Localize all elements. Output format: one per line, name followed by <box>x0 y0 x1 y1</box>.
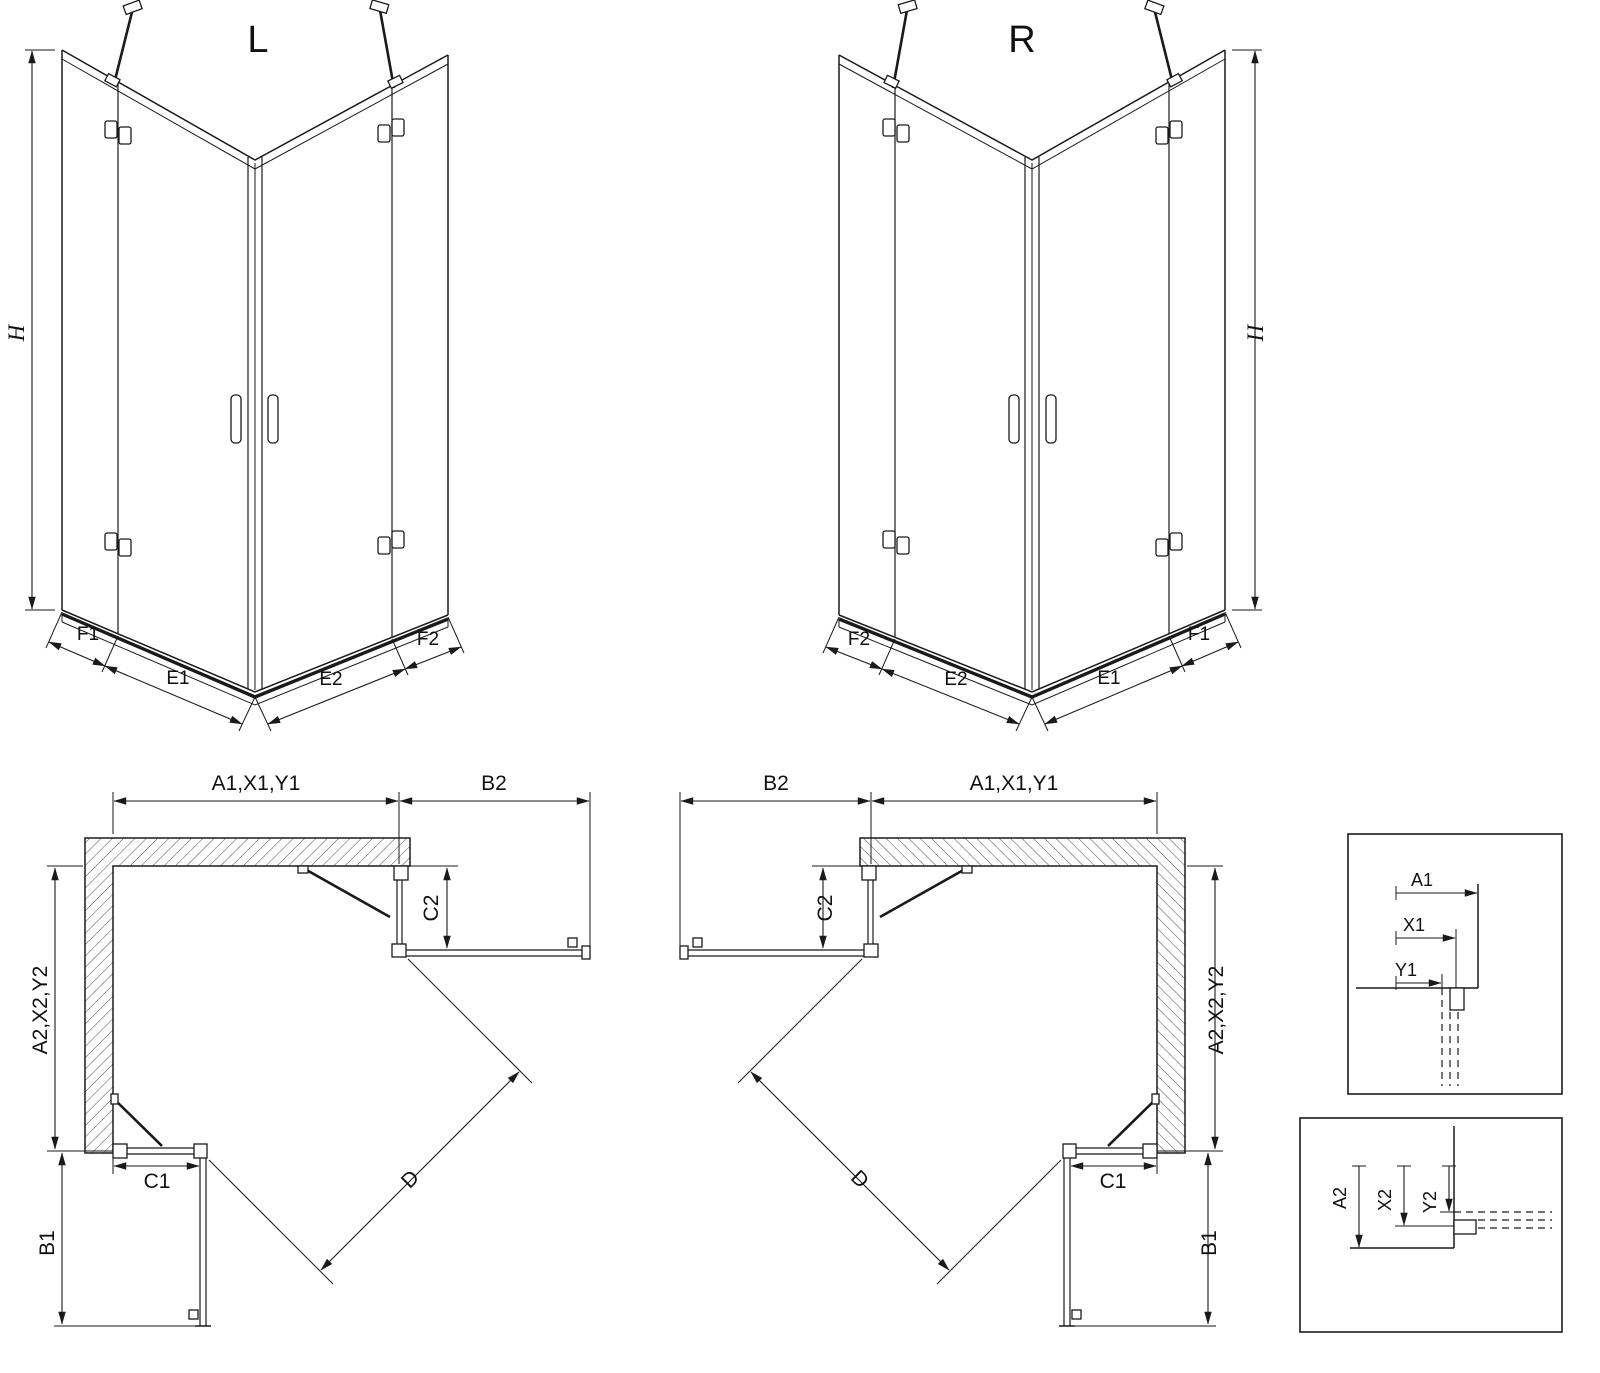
b2-dim-label: B2 <box>763 772 789 795</box>
front-view-left-labels: L H F1 E1 E2 F2 <box>4 19 439 690</box>
right-door-open <box>406 937 591 960</box>
dim-label-e1: E1 <box>1097 668 1120 689</box>
plan-dimensions <box>47 792 591 1327</box>
plan-line-art <box>47 792 591 1327</box>
width-dim-label: A1,X1,Y1 <box>970 772 1059 795</box>
plan-view-left: A1,X1,Y1 B2 C2 A2,X2,Y2 C1 B1 D <box>29 772 591 1327</box>
c1-dim-label: C1 <box>144 1170 171 1193</box>
bottom-fixed-panel <box>112 1143 208 1159</box>
bottom-door-open <box>188 1158 211 1327</box>
dim-label-e1: E1 <box>166 668 189 689</box>
c1-dim-label: C1 <box>1100 1170 1127 1193</box>
detail-y2-label: Y2 <box>1420 1191 1440 1213</box>
front-view-right: R H F2 E2 E1 F1 <box>823 0 1268 731</box>
width-dim-label: A1,X1,Y1 <box>212 772 301 795</box>
plan-view-right: B2 A1,X1,Y1 C2 A2,X2,Y2 C1 B1 D <box>680 772 1228 1326</box>
detail-y1-label: Y1 <box>1395 960 1417 980</box>
c2-dim-label: C2 <box>814 895 837 922</box>
dim-label-f2: F2 <box>417 629 439 650</box>
front-view-left-title: L <box>247 19 268 61</box>
corner-shower-3d-art <box>25 0 465 732</box>
front-view-right-labels: R H F2 E2 E1 F1 <box>848 19 1268 690</box>
b1-dim-label: B1 <box>36 1230 59 1256</box>
door-handles <box>230 394 279 444</box>
detail-horizontal-dimensions <box>1395 884 1479 990</box>
depth-dim-label: A2,X2,Y2 <box>29 966 52 1055</box>
detail-x1-label: X1 <box>1403 915 1425 935</box>
height-dimension <box>25 49 55 611</box>
plan-view-right-labels: B2 A1,X1,Y1 C2 A2,X2,Y2 C1 B1 D <box>763 772 1228 1256</box>
door-hinges <box>104 118 405 557</box>
detail-vertical-profile <box>1350 1126 1552 1249</box>
height-dim-label: H <box>1243 323 1268 342</box>
diagonal-dimension <box>208 958 533 1285</box>
support-bars <box>103 0 404 90</box>
corner-shower-3d-art-mirrored <box>823 0 1262 731</box>
detail-view-vertical: A2 X2 Y2 <box>1299 1117 1563 1333</box>
right-fixed-panel <box>391 880 407 958</box>
detail-a2-label: A2 <box>1330 1187 1350 1209</box>
c2-dim-label: C2 <box>420 895 443 922</box>
dim-label-e2: E2 <box>944 669 967 690</box>
detail-horizontal-profile <box>1356 987 1478 1086</box>
bottom-support-bar <box>110 1093 163 1147</box>
depth-dim-label: A2,X2,Y2 <box>1205 966 1228 1055</box>
dim-label-e2: E2 <box>319 669 342 690</box>
detail-view-horizontal: A1 X1 Y1 <box>1347 833 1563 1095</box>
d-dim-label: D <box>846 1166 873 1193</box>
detail-a1-label: A1 <box>1411 870 1433 890</box>
dim-label-f1: F1 <box>1188 624 1210 645</box>
b1-dim-label: B1 <box>1198 1230 1221 1256</box>
glass-panels <box>61 49 449 693</box>
front-view-left: L H F1 E1 E2 F2 <box>4 0 465 732</box>
plan-view-left-labels: A1,X1,Y1 B2 C2 A2,X2,Y2 C1 B1 D <box>29 772 507 1256</box>
building-walls-hatched <box>84 837 411 1154</box>
bottom-width-dimensions <box>45 611 465 732</box>
plan-line-art-mirrored <box>680 792 1223 1326</box>
dim-label-f1: F1 <box>77 624 99 645</box>
dim-label-f2: F2 <box>848 629 870 650</box>
detail-x2-label: X2 <box>1375 1189 1395 1211</box>
front-view-right-title: R <box>1008 19 1035 61</box>
d-dim-label: D <box>397 1166 424 1193</box>
detail-vertical-dimensions <box>1352 1165 1456 1248</box>
b2-dim-label: B2 <box>481 772 507 795</box>
height-dim-label: H <box>4 323 29 342</box>
top-support-bar <box>297 865 391 919</box>
